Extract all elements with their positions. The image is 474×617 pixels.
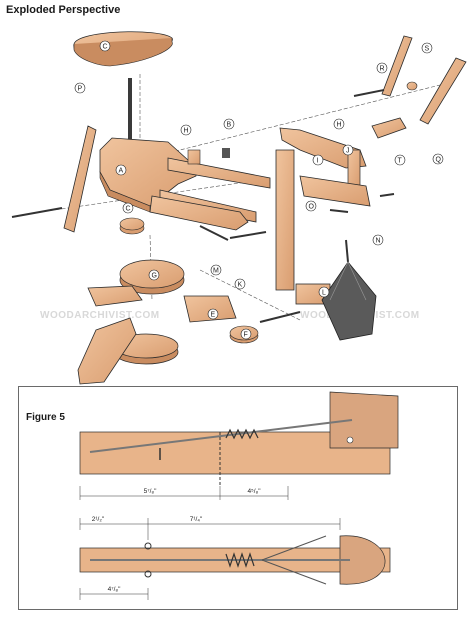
svg-text:L: L xyxy=(322,290,326,297)
svg-text:P: P xyxy=(78,86,83,93)
dim-label-2: 4⁵/₈" xyxy=(247,488,261,495)
label-i: I xyxy=(312,154,324,166)
label-o: O xyxy=(305,200,317,212)
label-p: P xyxy=(74,82,86,94)
dim-label-4: 7¹/₄" xyxy=(190,516,203,523)
svg-text:T: T xyxy=(398,158,403,165)
dim-label-1: 5⁷/₈" xyxy=(144,488,157,495)
scoop-bucket xyxy=(321,239,377,341)
bolt-m2 xyxy=(229,231,267,239)
label-h1: H xyxy=(180,124,192,136)
part-p-leg xyxy=(63,125,97,233)
fig5-dim-bottom xyxy=(79,588,149,600)
figure-5-box xyxy=(18,386,458,610)
label-a: A xyxy=(115,164,127,176)
label-s: S xyxy=(421,42,433,54)
part-b-spring xyxy=(222,148,230,158)
fig5-dim-mid xyxy=(79,518,341,540)
svg-text:R: R xyxy=(380,66,385,73)
part-k-post xyxy=(275,149,295,291)
label-f: F xyxy=(240,328,252,340)
part-t-block xyxy=(371,117,407,139)
bolt-m xyxy=(199,225,229,241)
fig5-top-view xyxy=(79,535,391,585)
svg-text:Q: Q xyxy=(436,157,442,164)
label-t: T xyxy=(394,154,406,166)
svg-text:H: H xyxy=(337,122,342,129)
label-l: L xyxy=(318,286,330,298)
svg-text:F: F xyxy=(244,332,248,339)
label-q: Q xyxy=(432,153,444,165)
part-s-small xyxy=(406,81,418,91)
svg-text:O: O xyxy=(309,204,315,211)
part-c-disc xyxy=(119,217,145,235)
svg-text:N: N xyxy=(376,238,381,245)
part-h-block xyxy=(187,149,201,165)
label-group-all: P A B H H I J C G M K E F L O N R S Q T xyxy=(74,42,444,340)
part-d-seat xyxy=(73,31,173,67)
bolt-left xyxy=(11,207,63,218)
part-q-arm xyxy=(419,57,467,125)
dim-label-5: 4⁷/₈" xyxy=(108,586,121,593)
part-j-frame xyxy=(279,127,367,187)
label-g: G xyxy=(148,269,160,281)
part-r-arm xyxy=(381,35,413,97)
part-e-feet xyxy=(77,285,237,385)
fig5-dim-top xyxy=(79,486,289,500)
label-r: R xyxy=(376,62,388,74)
part-label-group: C xyxy=(99,40,111,52)
svg-text:G: G xyxy=(152,273,157,280)
bolts-misc xyxy=(259,89,395,323)
svg-text:H: H xyxy=(184,128,189,135)
page-title: Exploded Perspective xyxy=(6,4,121,16)
label-c: C xyxy=(122,202,134,214)
dim-label-3: 2¹/₂" xyxy=(92,516,105,523)
label-j: J xyxy=(342,144,354,156)
part-o-frame xyxy=(299,175,371,207)
svg-text:A: A xyxy=(119,168,124,175)
svg-text:B: B xyxy=(227,122,232,129)
svg-text:S: S xyxy=(425,46,430,53)
label-n: N xyxy=(372,234,384,246)
svg-text:J: J xyxy=(346,148,350,155)
svg-text:E: E xyxy=(211,312,216,319)
figure-5-title: Figure 5 xyxy=(26,412,65,423)
svg-text:K: K xyxy=(238,282,243,289)
fig5-side-view xyxy=(79,391,399,486)
label-b: B xyxy=(223,118,235,130)
label-m: M xyxy=(210,264,222,276)
label-k: K xyxy=(234,278,246,290)
seat-post xyxy=(128,78,132,148)
svg-text:C: C xyxy=(103,44,108,51)
label-h2: H xyxy=(333,118,345,130)
label-d: C xyxy=(99,40,111,52)
svg-text:I: I xyxy=(317,158,319,165)
svg-text:M: M xyxy=(213,268,219,275)
watermark-left: WOODARCHIVIST.COM xyxy=(40,310,160,321)
part-m-arm-lower xyxy=(149,195,249,231)
label-e: E xyxy=(207,308,219,320)
svg-text:C: C xyxy=(126,206,131,213)
part-a-body xyxy=(99,137,197,213)
